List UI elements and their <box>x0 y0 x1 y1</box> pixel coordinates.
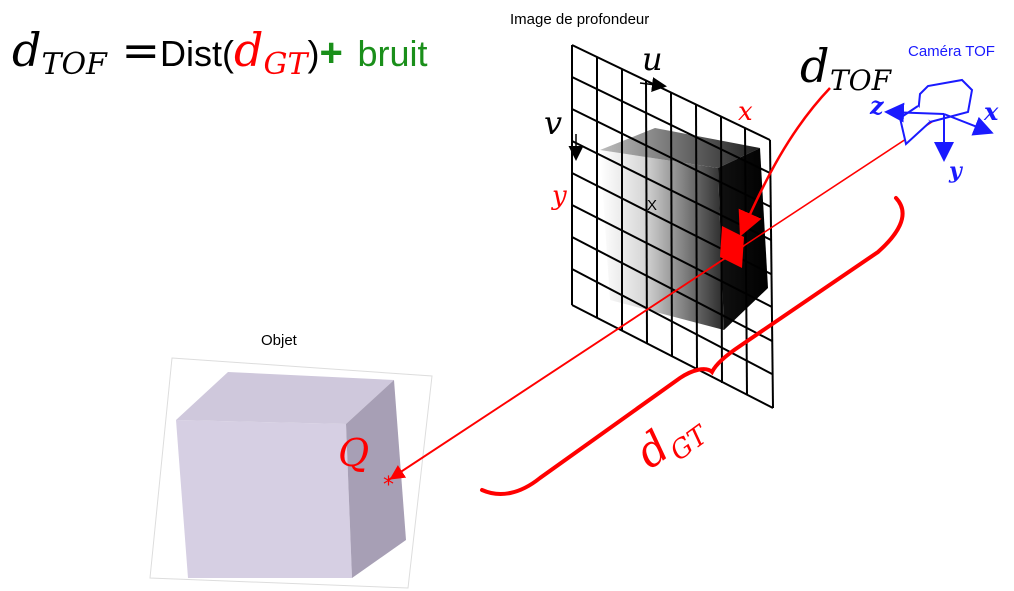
camera-y-label: y <box>948 158 964 184</box>
eq-func: Dist( <box>160 33 235 74</box>
depth-grid <box>571 44 774 409</box>
object-title: Objet <box>261 332 298 349</box>
eq-noise: bruit <box>357 33 428 74</box>
v-label: v <box>544 104 562 142</box>
u-axis-arrow <box>639 77 667 92</box>
cube-front-face <box>176 420 352 578</box>
depth-cube-front <box>600 150 724 330</box>
center-marker: X <box>647 197 657 214</box>
eq-lhs: d <box>12 23 42 77</box>
object-cube <box>149 357 433 589</box>
eq-equals: = <box>121 23 161 77</box>
camera-x-axis <box>943 113 994 136</box>
dtof-label-sub: TOF <box>830 64 893 97</box>
dtof-pointer-arrow <box>738 87 831 237</box>
camera-x-label: x <box>983 97 999 126</box>
dgt-brace <box>480 196 905 496</box>
eq-close: ) <box>307 33 320 74</box>
cube-top-face <box>176 372 394 424</box>
dgt-label-group: d GT <box>626 420 714 479</box>
depth-image-title: Image de profondeur <box>510 11 649 28</box>
cube-side-face <box>346 380 406 578</box>
eq-arg-sub: GT <box>263 47 308 82</box>
eq-arg: d <box>234 23 264 77</box>
camera-title: Caméra TOF <box>908 43 995 60</box>
q-marker: * <box>383 473 394 498</box>
camera-z-label: z <box>869 91 885 120</box>
x-image-label: x <box>738 97 753 127</box>
q-label: Q <box>338 431 369 475</box>
tof-equation: dTOF =Dist(dGT)+ bruit <box>12 22 428 93</box>
ray-arrow-to-q <box>389 245 745 480</box>
y-image-label: y <box>551 181 567 211</box>
u-label: u <box>642 40 663 78</box>
depth-image-plane <box>571 44 774 409</box>
eq-lhs-sub: TOF <box>41 47 107 82</box>
tof-camera <box>884 78 994 162</box>
dtof-label: d <box>800 39 829 93</box>
depth-cube-top <box>600 128 760 168</box>
eq-plus: + <box>319 31 343 75</box>
camera-z-axis <box>884 102 945 123</box>
